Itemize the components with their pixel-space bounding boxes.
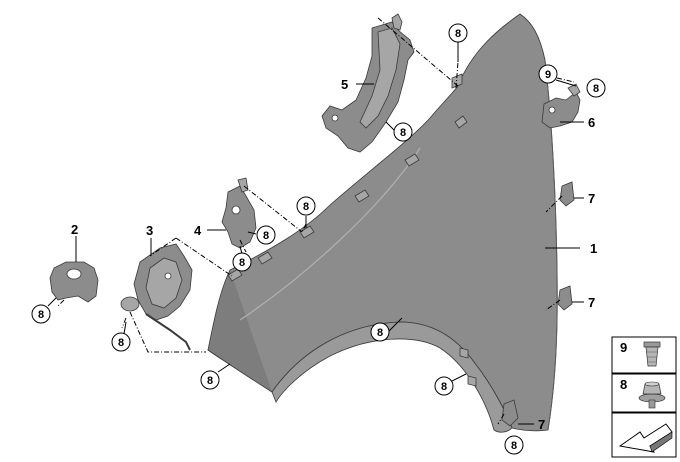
circle-callout-8-part2: 8 (31, 304, 51, 324)
svg-text:8: 8 (441, 381, 447, 393)
svg-text:8: 8 (207, 375, 213, 387)
fender-crease (239, 147, 421, 321)
svg-text:8: 8 (400, 127, 406, 139)
bracket-6-hole (548, 106, 556, 114)
bracket-4-body (221, 185, 257, 249)
bracket-part-5 (321, 13, 415, 153)
circle-callout-9-top: 9 (538, 64, 558, 84)
fender-tab (459, 347, 469, 359)
bracket-5-face (359, 27, 401, 129)
callout-7a: 7 (588, 191, 595, 206)
legend-label-8: 8 (620, 377, 627, 392)
callout-1: 1 (590, 241, 597, 256)
svg-text:8: 8 (118, 337, 124, 349)
bracket-5-tab (391, 13, 403, 31)
circle-callout-8-top: 8 (448, 23, 468, 43)
fender-tab (227, 268, 243, 282)
fastener-legend: 9 8 (611, 336, 677, 458)
legend-label-9: 9 (620, 340, 627, 355)
bracket-part-3 (120, 243, 193, 351)
circle-callout-8-right: 8 (586, 78, 606, 98)
callout-7c: 7 (538, 417, 545, 432)
svg-text:8: 8 (511, 440, 517, 452)
arrow-icon (618, 423, 673, 453)
bracket-2-body (49, 261, 99, 303)
circle-callout-8-lowright: 8 (434, 376, 454, 396)
callout-6: 6 (588, 115, 595, 130)
bracket-part-2 (49, 261, 99, 303)
circle-callout-8-part4-low: 8 (232, 252, 252, 272)
bracket-3-grommet (120, 296, 140, 312)
callout-3: 3 (146, 223, 153, 238)
callout-7b: 7 (588, 295, 595, 310)
circle-callout-8-arch: 8 (370, 322, 390, 342)
fender-tab (467, 375, 477, 387)
bracket-part-4 (221, 177, 257, 249)
fender-panel (207, 13, 558, 433)
part-callouts: 1 2 3 4 5 6 7 7 7 (71, 77, 597, 432)
clip-part-7b (557, 285, 573, 311)
bracket-3-arm (145, 313, 191, 351)
svg-text:9: 9 (545, 69, 551, 81)
callout-5: 5 (341, 77, 348, 92)
circle-callout-8-mid: 8 (296, 196, 316, 216)
reference-lines (57, 17, 575, 425)
svg-text:8: 8 (303, 201, 309, 213)
svg-text:8: 8 (239, 257, 245, 269)
bracket-4-hole (231, 205, 241, 215)
svg-text:8: 8 (263, 230, 269, 242)
svg-text:8: 8 (377, 327, 383, 339)
fender-front-fold (207, 269, 273, 393)
circle-callout-8-part5: 8 (393, 122, 413, 142)
circle-callout-8-part3: 8 (111, 332, 131, 352)
bracket-5-hole (331, 114, 339, 122)
fender-tab (404, 153, 420, 167)
svg-text:8: 8 (455, 28, 461, 40)
clip-part-7a (559, 181, 575, 207)
fender-tab (354, 189, 370, 203)
svg-text:8: 8 (38, 309, 44, 321)
fender-tab (257, 251, 273, 265)
circle-callout-8-part7c: 8 (504, 435, 524, 455)
bracket-6-body (541, 91, 581, 129)
bracket-3-face (145, 257, 183, 309)
legend-item-screw: 8 (611, 373, 677, 413)
fender-tab (299, 225, 315, 239)
nut-icon (643, 341, 661, 367)
bracket-part-6 (541, 83, 581, 129)
legend-item-arrow (611, 412, 677, 458)
circle-callout-8-part4: 8 (256, 225, 276, 245)
circle-callout-8-bottom: 8 (200, 370, 220, 390)
bracket-4-tab (237, 177, 249, 193)
circle-callouts: 8 9 8 8 8 8 8 8 (31, 23, 606, 455)
screw-icon (638, 381, 666, 409)
legend-item-nut: 9 (611, 336, 677, 374)
fender-tab (454, 115, 468, 129)
callout-4: 4 (194, 223, 202, 238)
bracket-2-hole (66, 268, 82, 280)
svg-text:8: 8 (593, 83, 599, 95)
bracket-3-hole (164, 272, 172, 280)
callout-2: 2 (71, 222, 78, 237)
wheel-arch-lip (271, 321, 513, 433)
leader-lines (47, 42, 584, 425)
